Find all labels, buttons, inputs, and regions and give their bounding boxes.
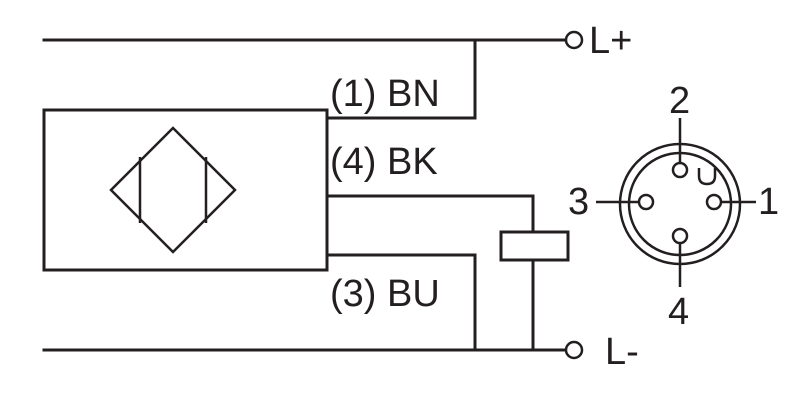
load-icon	[499, 230, 570, 352]
inductive-sensor-icon	[109, 126, 237, 254]
negative-rail: L-	[42, 331, 639, 373]
wire-bu: (3) BU	[325, 253, 477, 352]
pin-2-icon	[671, 161, 689, 179]
pin-3-icon	[637, 193, 655, 211]
wire-bk: (4) BK	[325, 141, 535, 234]
wire-bk-label: (4) BK	[330, 141, 438, 183]
wire-bn: (1) BN	[325, 38, 477, 120]
connector-key-icon	[697, 168, 717, 186]
pin-3-label: 3	[568, 181, 589, 223]
pin-4-icon	[671, 227, 689, 245]
pin-1-icon	[705, 193, 723, 211]
negative-terminal-label: L-	[605, 331, 639, 373]
positive-terminal-icon	[564, 30, 584, 50]
pin-2-label: 2	[669, 80, 690, 122]
sensor-body	[42, 108, 329, 272]
connector-pinout: 2 3 1 4	[568, 80, 779, 333]
wire-bn-label: (1) BN	[330, 73, 440, 115]
wire-bu-label: (3) BU	[330, 273, 440, 315]
pin-4-label: 4	[668, 291, 689, 333]
pin-1-label: 1	[758, 181, 779, 223]
positive-rail: L+	[42, 20, 632, 62]
positive-terminal-label: L+	[589, 20, 632, 62]
negative-terminal-icon	[564, 340, 584, 360]
